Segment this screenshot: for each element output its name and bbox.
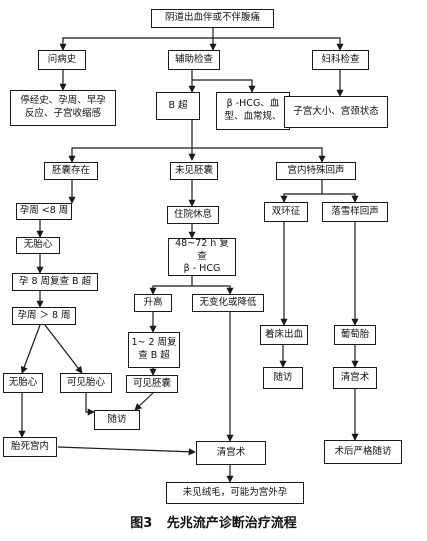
node-sac-seen: 可见胚囊: [126, 375, 178, 393]
figure-caption: 图3 先兆流产诊断治疗流程: [130, 516, 297, 531]
node-ectopic: 未见绒毛，可能为宫外孕: [166, 482, 304, 504]
node-recheck-48h: 48~72 h 复查 β - HCG: [168, 238, 236, 276]
node-followup-2: 随访: [263, 367, 303, 389]
node-root: 阴道出血伴或不伴腹痛: [151, 9, 274, 28]
node-no-heartbeat-1: 无胎心: [16, 237, 60, 254]
node-heartbeat-seen: 可见胎心: [60, 373, 112, 393]
node-strict-followup: 术后严格随访: [324, 440, 402, 464]
node-dead-fetus: 胎死宫内: [3, 437, 57, 457]
node-curettage: 清宫术: [196, 441, 266, 465]
node-implant-bleed: 着床出血: [260, 325, 308, 345]
node-gyn-exam: 妇科检查: [312, 50, 369, 70]
node-followup-1: 随访: [94, 410, 140, 430]
node-history: 问病史: [38, 50, 86, 70]
node-hospitalize: 住院休息: [167, 206, 219, 224]
node-iud: 双环征: [264, 202, 308, 222]
node-ga-gt8: 孕周 ＞ 8 周: [12, 307, 76, 325]
node-ga8-recheck: 孕 8 周复查 B 超: [12, 273, 98, 291]
node-special-echo: 宫内特殊回声: [276, 162, 356, 180]
node-b-ultrasound: B 超: [156, 92, 200, 120]
node-no-sac: 未见胚囊: [170, 162, 218, 180]
node-no-heartbeat-2: 无胎心: [3, 373, 43, 393]
node-labs: β -HCG、血 型、血常规、: [216, 92, 290, 130]
node-snowflake: 落雪样回声: [322, 202, 388, 222]
node-ga-lt8: 孕周 <8 周: [16, 203, 72, 220]
node-history-detail: 停经史、孕周、早孕 反应、子宫收缩感: [10, 90, 116, 126]
node-no-change: 无变化或降低: [192, 294, 264, 312]
node-uterus-size: 子宫大小、宫颈状态: [284, 96, 388, 128]
node-sac-present: 胚囊存在: [44, 162, 98, 180]
node-hydatidiform: 葡萄胎: [334, 325, 376, 345]
node-aux-exam: 辅助检查: [168, 50, 220, 70]
node-recheck-1-2wk: 1~ 2 周复 查 B 超: [128, 332, 180, 368]
node-rising: 升高: [134, 294, 172, 312]
node-curettage-2: 清宫术: [333, 367, 377, 389]
